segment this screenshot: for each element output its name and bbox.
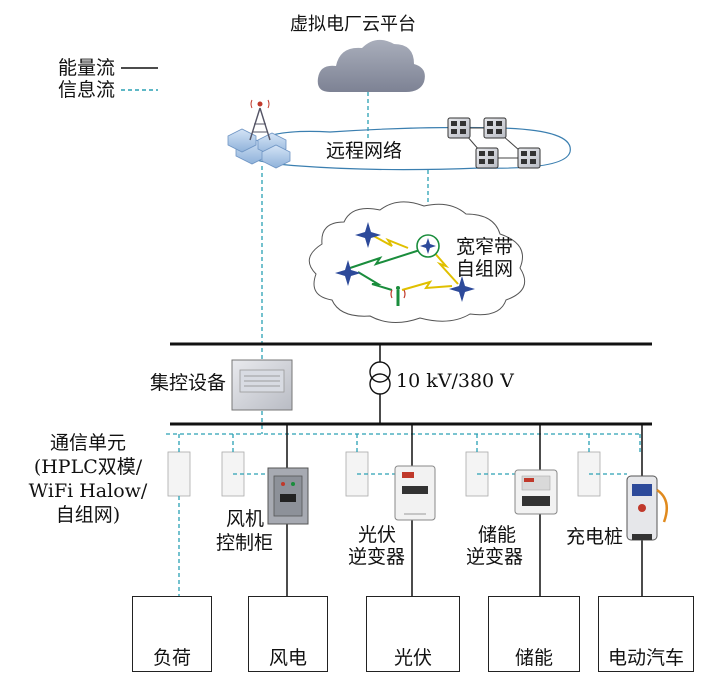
charging-pile-icon — [626, 475, 669, 541]
endpoint-ev-label: 电动汽车 — [607, 647, 684, 669]
base-station-icon — [227, 99, 291, 169]
controller-cabinet-icon — [231, 359, 293, 411]
endpoint-load: 负荷 — [132, 596, 212, 672]
endpoint-storage: 储能 — [488, 596, 580, 672]
mesh-network-cloud — [308, 201, 526, 323]
remote-network-ring — [246, 126, 571, 171]
endpoint-load-label: 负荷 — [152, 647, 191, 669]
mesh-label-line1: 宽窄带 — [456, 236, 514, 258]
storage-inverter-icon — [514, 469, 558, 515]
wind-control-cabinet-icon — [267, 467, 309, 525]
comm-unit-label-line3: WiFi Halow/ — [28, 480, 148, 502]
legend-info-label: 信息流 — [58, 79, 116, 101]
controller-label: 集控设备 — [150, 372, 227, 394]
pv-inverter-label-1: 光伏 — [358, 524, 397, 546]
server-cluster-icon — [447, 117, 541, 169]
wind-cabinet-label-2: 控制柜 — [216, 532, 274, 554]
storage-inverter-label-2: 逆变器 — [466, 546, 524, 568]
pv-inverter-label-2: 逆变器 — [348, 546, 406, 568]
comm-unit-label-line2: (HPLC双模/ — [33, 456, 143, 478]
storage-inverter-label-1: 储能 — [478, 524, 517, 546]
comm-unit-label-line4: 自组网) — [55, 504, 121, 526]
endpoint-ev: 电动汽车 — [598, 596, 694, 672]
legend-energy-label: 能量流 — [58, 57, 116, 79]
endpoint-pv: 光伏 — [366, 596, 460, 672]
endpoint-storage-label: 储能 — [514, 647, 553, 669]
cloud-platform-icon — [317, 39, 425, 92]
transformer-label: 10 kV/380 V — [396, 370, 514, 392]
transformer-icon — [369, 344, 391, 424]
endpoint-pv-label: 光伏 — [393, 647, 432, 669]
wind-cabinet-label-1: 风机 — [226, 508, 265, 530]
remote-network-label: 远程网络 — [326, 140, 403, 162]
charging-pile-label: 充电桩 — [566, 526, 624, 548]
mesh-label-line2: 自组网 — [456, 258, 514, 280]
endpoint-wind: 风电 — [248, 596, 328, 672]
endpoint-wind-label: 风电 — [268, 647, 307, 669]
comm-unit-label-line1: 通信单元 — [49, 432, 126, 454]
mesh-nodes — [335, 222, 475, 306]
pv-inverter-icon — [394, 465, 436, 521]
platform-title: 虚拟电厂云平台 — [290, 14, 416, 35]
